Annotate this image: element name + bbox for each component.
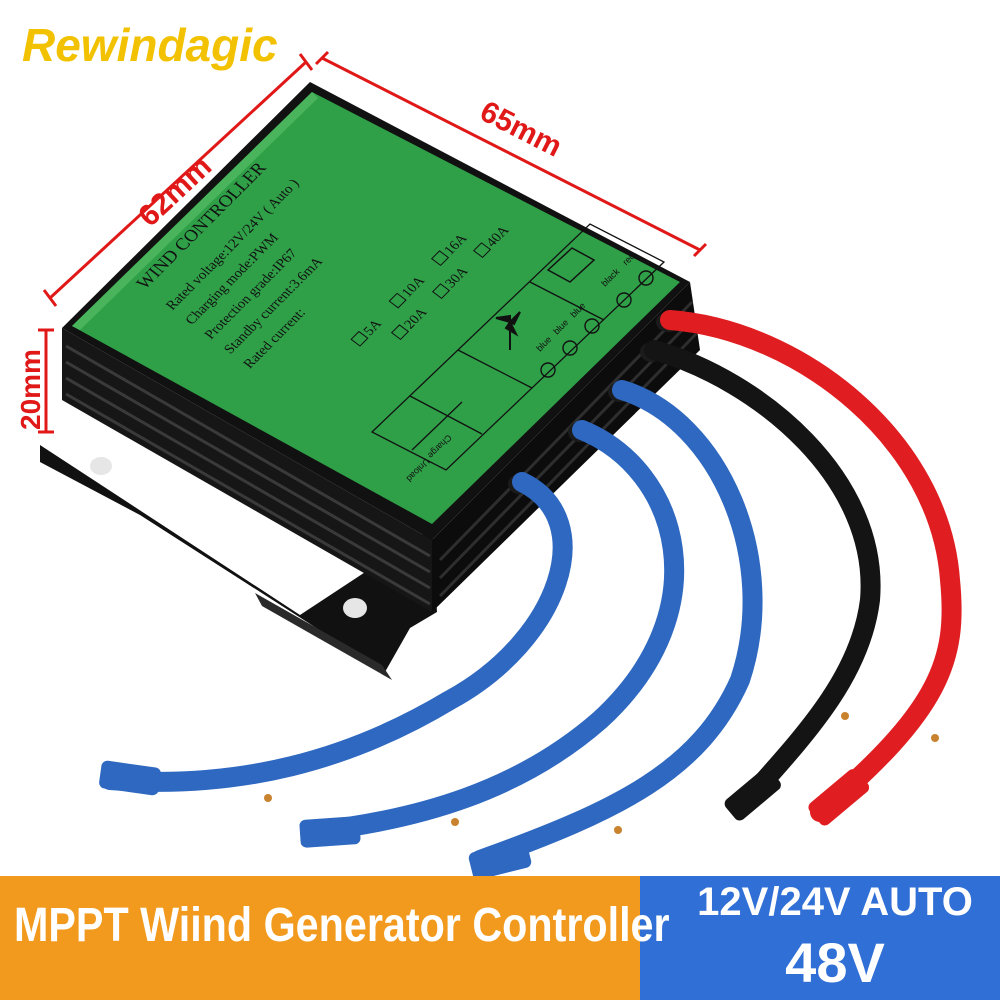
mount-hole-icon	[90, 457, 112, 475]
dimension-width: 65mm	[475, 95, 567, 164]
battery-icon	[546, 247, 596, 283]
brand-logo: Rewindagic	[22, 19, 278, 71]
turbine-icon	[495, 311, 521, 350]
minus-circle-icon	[584, 318, 600, 334]
checkbox-icon	[350, 330, 369, 347]
checkbox-icon	[388, 292, 407, 309]
banner-voltage-high: 48V	[785, 931, 885, 994]
banner-left	[0, 876, 655, 1000]
heatsink-fins	[65, 344, 431, 606]
wiring-diagram	[370, 223, 666, 471]
black-wire	[644, 340, 881, 818]
mounting-flange	[40, 445, 437, 680]
blue-wire	[100, 472, 573, 792]
minus-circle-icon	[562, 340, 578, 356]
terminal-symbols	[540, 270, 654, 378]
dimension-lines	[38, 50, 708, 434]
minus-circle-icon	[540, 362, 556, 378]
spec-label	[72, 92, 680, 524]
mount-hole-icon	[343, 598, 367, 618]
checkbox-icon	[430, 250, 450, 267]
blue-wire	[300, 420, 685, 842]
blue-wire	[470, 380, 763, 870]
controller-body	[62, 82, 700, 612]
minus-circle-icon	[616, 292, 632, 308]
wires	[100, 310, 962, 870]
red-wire	[660, 310, 962, 822]
plus-circle-icon	[638, 270, 654, 286]
wire-ends	[99, 712, 939, 880]
banner-right	[640, 876, 1000, 1000]
dimension-height: 20mm	[15, 349, 46, 430]
banner-title: MPPT Wiind Generator Controller	[14, 899, 670, 952]
checkbox-icon	[390, 324, 410, 341]
checkbox-icon	[431, 283, 451, 300]
checkbox-icon	[472, 242, 492, 259]
banner-voltage-auto: 12V/24V AUTO	[697, 880, 973, 924]
